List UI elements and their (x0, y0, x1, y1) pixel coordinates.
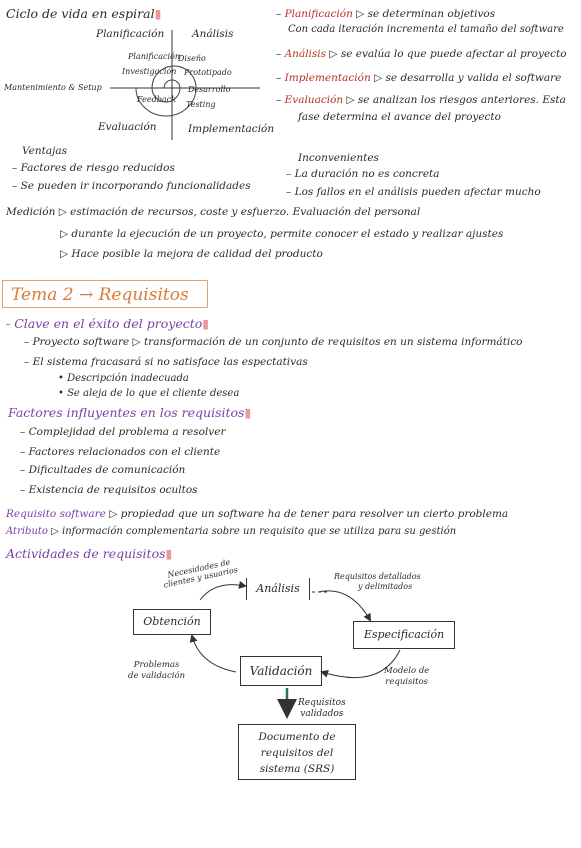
spiral-mantenimiento: Mantenimiento & Setup (4, 83, 102, 92)
factor-item: – Existencia de requisitos ocultos (20, 484, 198, 496)
factores-title: Factores influyentes en los requisitos▮ (8, 405, 252, 420)
phase-planificacion-cont: Con cada iteración incrementa el tamaño … (288, 24, 564, 35)
srs-line: requisitos del (260, 747, 334, 759)
ventaja-item: – Se pueden ir incorporando funcionalida… (12, 180, 251, 192)
spiral-planificacion: Planificación (96, 28, 165, 40)
medicion-line1: Medición ▷ estimación de recursos, coste… (6, 206, 421, 218)
tema-title: Tema 2 → Requisitos (2, 280, 208, 308)
actividades-title: Actividades de requisitos▮ (6, 546, 173, 561)
srs-line: sistema (SRS) (259, 763, 335, 775)
ventaja-item: – Factores de riesgo reducidos (12, 162, 175, 174)
box-validacion: Validación (240, 656, 322, 686)
phase-planificacion: – Planificación ▷ se determinan objetivo… (276, 8, 496, 20)
spiral-inner-desarrollo: Desarrollo (188, 85, 231, 94)
spiral-inner-testing: Testing (186, 100, 216, 109)
atributo-def: Atributo ▷ información complementaria so… (6, 526, 457, 537)
box-analisis: Análisis (246, 578, 310, 600)
spiral-title: Ciclo de vida en espiral▮ (6, 6, 162, 21)
spiral-inner-investigacion: Investigación (122, 67, 177, 76)
clave-line2: – El sistema fracasará si no satisface l… (24, 356, 308, 368)
clave-line1: – Proyecto software ▷ transformación de … (24, 336, 523, 348)
box-obtencion: Obtención (133, 609, 211, 635)
inconveniente-item: – La duración no es concreta (286, 168, 440, 180)
inconveniente-item: – Los fallos en el análisis pueden afect… (286, 186, 541, 198)
spiral-implementacion: Implementación (188, 123, 275, 135)
srs-line: Documento de (258, 731, 336, 743)
medicion-line2: ▷ durante la ejecución de un proyecto, p… (60, 228, 504, 240)
inconvenientes-title: Inconvenientes (298, 152, 379, 164)
box-srs: Documento de requisitos del sistema (SRS… (238, 724, 356, 780)
ventajas-title: Ventajas (22, 145, 67, 157)
factor-item: – Factores relacionados con el cliente (20, 446, 221, 458)
spiral-evaluacion: Evaluación (98, 121, 157, 133)
medicion-line3: ▷ Hace posible la mejora de calidad del … (60, 248, 323, 260)
spiral-inner-diseno: Diseño (178, 54, 206, 63)
phase-evaluacion-cont: fase determina el avance del proyecto (298, 111, 501, 123)
spiral-inner-planificacion: Planificación (128, 52, 181, 61)
clave-title: - Clave en el éxito del proyecto▮ (6, 316, 210, 331)
clave-bullet: • Se aleja de lo que el cliente desea (58, 388, 240, 399)
phase-analisis: – Análisis ▷ se evalúa lo que puede afec… (276, 48, 567, 60)
factor-item: – Dificultades de comunicación (20, 464, 186, 476)
spiral-inner-prototipado: Prototipado (184, 68, 232, 77)
box-especificacion: Especificación (353, 621, 455, 649)
spiral-analisis: Análisis (192, 28, 234, 40)
phase-evaluacion: – Evaluación ▷ se analizan los riesgos a… (276, 94, 566, 106)
factor-item: – Complejidad del problema a resolver (20, 426, 226, 438)
clave-bullet: • Descripción inadecuada (58, 373, 189, 384)
spiral-diagram (110, 30, 260, 140)
requisito-def: Requisito software ▷ propiedad que un so… (6, 508, 509, 520)
phase-implementacion: – Implementación ▷ se desarrolla y valid… (276, 72, 562, 84)
spiral-inner-feedback: Feedback (137, 95, 176, 104)
